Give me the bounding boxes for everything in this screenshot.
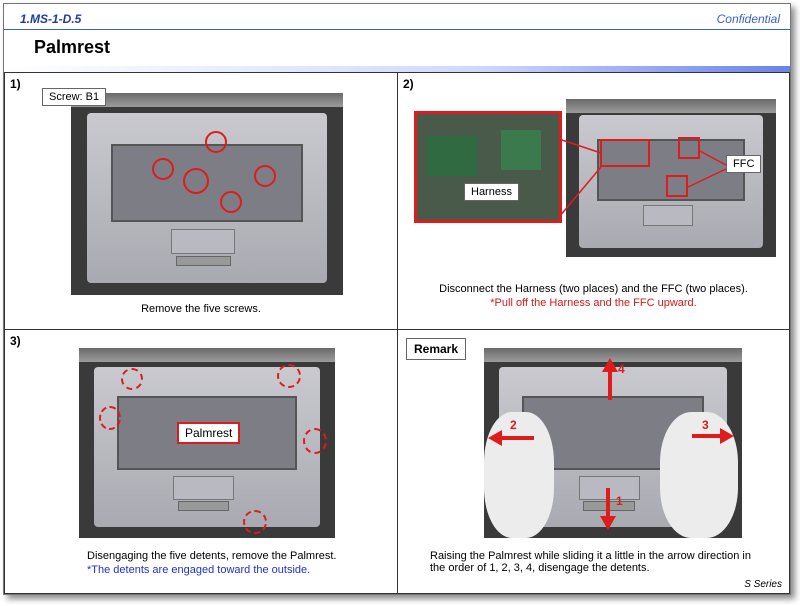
detent-marker [277,364,301,388]
laptop-lid [566,99,776,113]
step-1-cell: 1) Screw: B1 Remove the five screws. [4,72,398,330]
manual-page: 1.MS-1-D.5 Confidential Palmrest 1) Scre… [3,3,791,595]
step-2-photo [566,99,776,257]
title-rule [4,29,790,30]
harness-zoom-photo [414,111,562,223]
step-3-caption: Disengaging the five detents, remove the… [87,550,337,562]
touchpad [173,475,234,500]
step-3-note: *The detents are engaged toward the outs… [87,564,311,576]
remark-label: Remark [406,338,467,360]
arrow-label-2: 2 [510,418,517,432]
callout-lines [558,138,727,218]
confidential-mark: Confidential [716,12,780,26]
direction-arrows [488,358,734,530]
detent-marker [243,510,267,534]
keyboard-area [597,138,745,202]
ffc-marker-box [666,175,688,197]
palmrest-label: Palmrest [177,422,241,444]
series-footer: S Series [744,579,782,590]
ffc-marker-box [678,137,700,159]
touchpad [643,205,694,226]
arrow-label-1: 1 [616,494,623,508]
laptop-lid [79,348,335,362]
step-3-number: 3) [10,334,21,348]
remark-cell: Remark 4 2 3 1 [397,329,790,594]
laptop-base [578,114,764,248]
step-1-caption: Remove the five screws. [141,303,261,315]
step-2-cell: 2) Harness FFC Disconnect the Harness (t… [397,72,790,330]
screw-marker [183,168,209,194]
arrow-label-4: 4 [618,362,625,376]
document-code: 1.MS-1-D.5 [20,12,82,26]
screw-marker [152,158,174,180]
remark-photo: 4 2 3 1 [484,348,742,538]
screw-marker [205,131,227,153]
step-3-cell: 3) Palmrest Disengaging the five detents… [4,329,398,594]
screw-marker [220,191,242,213]
screw-label: Screw: B1 [42,88,107,106]
circuit-board [427,136,477,176]
laptop-base [94,367,320,527]
step-2-number: 2) [403,77,414,91]
screw-marker [254,165,276,187]
laptop-lid [484,348,742,362]
keyboard-area [116,395,298,470]
left-glove [484,412,554,538]
step-1-photo [71,93,343,295]
remark-caption: Raising the Palmrest while sliding it a … [430,550,751,574]
header-band [4,66,790,72]
touchpad-button [175,255,231,267]
page-title: Palmrest [34,37,111,57]
arrow-label-3: 3 [702,418,709,432]
step-2-caption: Disconnect the Harness (two places) and … [439,283,748,295]
laptop-lid [71,93,343,107]
detent-marker [99,406,121,430]
ffc-label: FFC [726,155,762,173]
step-2-note: *Pull off the Harness and the FFC upward… [490,297,697,309]
harness-label: Harness [464,183,519,201]
step-1-number: 1) [10,77,21,91]
detent-marker [303,428,327,454]
touchpad-button [177,501,230,512]
circuit-board [501,130,541,170]
detent-marker [121,368,143,390]
touchpad [171,228,236,255]
laptop-base [87,113,327,283]
